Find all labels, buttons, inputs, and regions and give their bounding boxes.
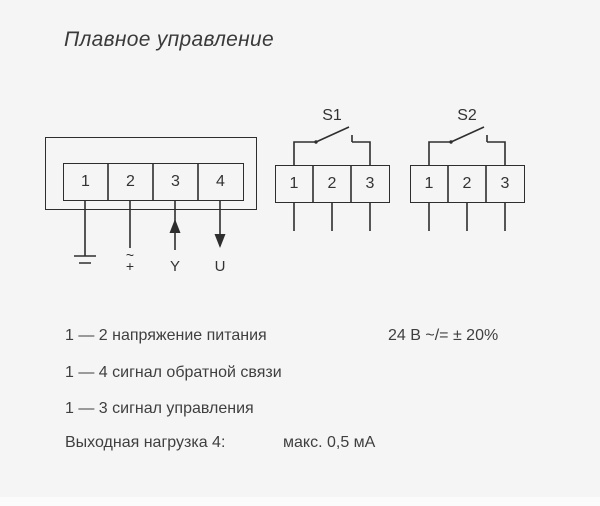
legend-row-control: 1 — 3 сигнал управления <box>65 400 254 417</box>
s2-left-contact <box>428 141 451 165</box>
acdc-tilde: ~ <box>125 247 135 263</box>
s2-right-contact <box>486 135 506 165</box>
s1-switch-blade <box>315 126 350 143</box>
s2-pivot <box>449 140 453 144</box>
legend-value-load: макс. 0,5 мА <box>283 434 376 451</box>
block-dividers <box>107 163 199 201</box>
switch-s2-label: S2 <box>457 107 477 124</box>
terminal-4-label: 4 <box>216 173 225 190</box>
terminal-block <box>63 163 244 201</box>
terminal-2-label: 2 <box>126 173 135 190</box>
arrow-down-icon <box>214 234 226 248</box>
s2-switch-blade <box>450 126 485 143</box>
s2-terminal-1: 1 <box>424 175 434 192</box>
terminal-3-label: 3 <box>171 173 180 190</box>
s2-bottom-stubs <box>428 203 506 231</box>
legend-row-feedback: 1 — 4 сигнал обратной связи <box>65 364 282 381</box>
legend-row-load: Выходная нагрузка 4: <box>65 434 226 451</box>
bottom-strip <box>0 497 600 506</box>
terminal-1-label: 1 <box>81 173 90 190</box>
signal-y-label: Y <box>169 258 180 275</box>
switch-s2-block <box>410 165 525 203</box>
switch-s1-label: S1 <box>322 107 342 124</box>
s1-pivot <box>314 140 318 144</box>
s1-right-contact <box>351 135 371 165</box>
ground-icon <box>74 255 96 264</box>
arrow-up-icon <box>169 219 181 233</box>
actuator-outline <box>45 137 257 210</box>
s1-bottom-stubs <box>293 203 371 231</box>
s1-terminal-3: 3 <box>365 175 375 192</box>
s1-left-contact <box>293 141 316 165</box>
s1-dividers <box>312 165 352 203</box>
signal-u-label: U <box>214 258 226 275</box>
s2-terminal-3: 3 <box>500 175 510 192</box>
switch-s1-block <box>275 165 390 203</box>
s1-terminal-1: 1 <box>289 175 299 192</box>
s2-terminal-2: 2 <box>462 175 472 192</box>
s2-dividers <box>447 165 487 203</box>
s1-terminal-2: 2 <box>327 175 337 192</box>
acdc-plus: + <box>125 258 135 274</box>
legend-row-power: 1 — 2 напряжение питания <box>65 327 267 344</box>
legend-value-voltage: 24 В ~/= ± 20% <box>388 327 499 344</box>
acdc-supply-icon: ~ + <box>119 247 141 274</box>
page-title: Плавное управление <box>64 28 274 51</box>
